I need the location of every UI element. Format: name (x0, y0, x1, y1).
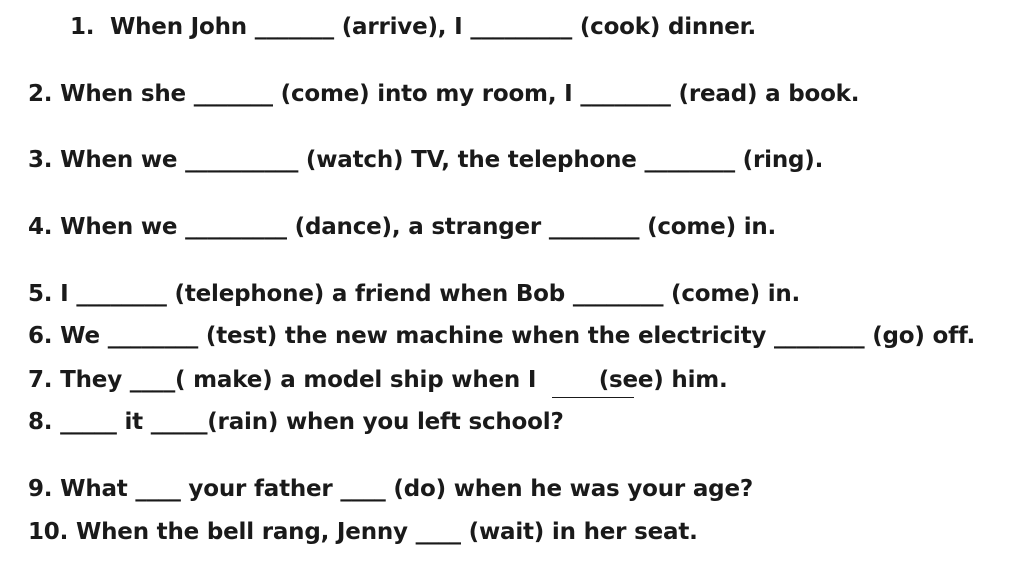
exercise-line-3: 3. When we __________ (watch) TV, the te… (28, 147, 824, 173)
exercise-line-6: 6. We ________ (test) the new machine wh… (28, 323, 976, 349)
exercise-line-10: 10. When the bell rang, Jenny ____ (wait… (28, 519, 698, 545)
exercise-line-2: 2. When she _______ (come) into my room,… (28, 81, 860, 107)
exercise-line-8: 8. _____ it _____(rain) when you left sc… (28, 409, 564, 435)
exercise-line-9: 9. What ____ your father ____ (do) when … (28, 476, 753, 502)
exercise-line-7: 7. They ____( make) a model ship when I … (28, 367, 728, 393)
exercise-line-1: 1. When John _______ (arrive), I _______… (70, 14, 757, 40)
exercise-line-5: 5. I ________ (telephone) a friend when … (28, 281, 801, 307)
answer-blank-underline (552, 397, 634, 398)
exercise-line-4: 4. When we _________ (dance), a stranger… (28, 214, 777, 240)
